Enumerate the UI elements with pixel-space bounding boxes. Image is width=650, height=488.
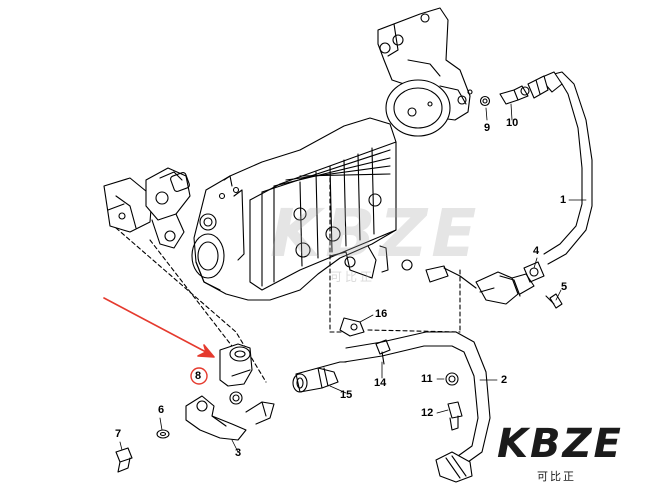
- brand-subtitle: 可比正: [537, 470, 576, 483]
- callout-leaders: [119, 103, 587, 453]
- callout-10: 10: [506, 117, 519, 129]
- oil-cooler-housing: [191, 117, 397, 301]
- hose-connector-15: [292, 361, 347, 393]
- washer-6: [156, 429, 170, 439]
- bracket-clip-16: [339, 317, 365, 337]
- watermark-subtitle: 可比正: [330, 270, 376, 284]
- clamp-4: [523, 261, 545, 283]
- callout-3: 3: [235, 447, 242, 459]
- bolt-14: [375, 339, 391, 365]
- banjo-fitting-10: [499, 85, 530, 105]
- valve-bracket-assembly: [103, 167, 191, 249]
- quick-connector: [475, 271, 535, 305]
- brand-name: KBZE: [497, 421, 623, 467]
- callout-7: 7: [115, 428, 122, 440]
- highlight-circle: [190, 367, 208, 385]
- seal-ring-11: [445, 372, 459, 386]
- callout-11: 11: [421, 373, 433, 385]
- brand-logo: KBZE 可比正: [497, 424, 647, 484]
- sleeve-8: [219, 343, 253, 387]
- pipe-2: [343, 331, 491, 483]
- callout-16: 16: [375, 308, 388, 320]
- callout-12: 12: [421, 407, 434, 419]
- fitting-12: [447, 401, 463, 431]
- bolt-5: [545, 293, 563, 309]
- callout-14: 14: [374, 377, 387, 389]
- seal-ring-9: [479, 95, 491, 107]
- highlight-arrow: [103, 297, 215, 358]
- bolt-7: [115, 447, 133, 473]
- hose-pipe-1: [527, 71, 593, 265]
- pipe-fitting: [401, 259, 477, 289]
- callout-1: 1: [560, 194, 567, 206]
- callout-4: 4: [533, 245, 540, 257]
- callout-5: 5: [561, 281, 568, 293]
- mounting-bracket: [377, 7, 473, 137]
- watermark: KBZE: [270, 195, 481, 272]
- callout-15: 15: [340, 389, 353, 401]
- callout-2: 2: [501, 374, 508, 386]
- callout-9: 9: [484, 122, 491, 134]
- callout-6: 6: [158, 404, 165, 416]
- callout-8: 8: [195, 370, 202, 382]
- pipe-union-3: [185, 391, 275, 441]
